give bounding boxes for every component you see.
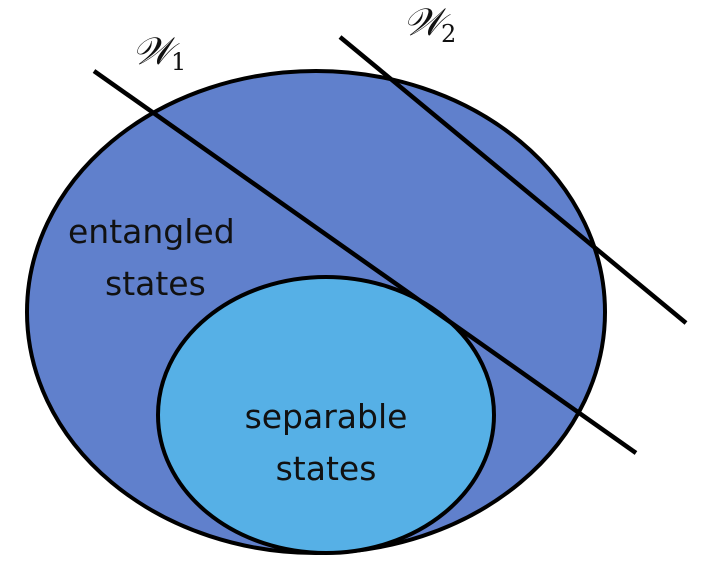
witness-label-2: 𝒲 2 — [403, 0, 456, 48]
witness-label-1: 𝒲 1 — [132, 29, 186, 76]
entangled-states-label-line2: states — [105, 264, 206, 303]
witness-2-subscript: 2 — [441, 20, 456, 48]
separable-states-region — [156, 275, 496, 555]
witness-1-subscript: 1 — [171, 48, 186, 76]
witness-line-1 — [92, 69, 638, 455]
entangled-states-label-line1: entangled — [68, 212, 235, 251]
separable-states-label-line1: separable — [245, 397, 408, 436]
witness-line-2 — [338, 35, 688, 325]
separable-states-label-line2: states — [276, 449, 377, 488]
